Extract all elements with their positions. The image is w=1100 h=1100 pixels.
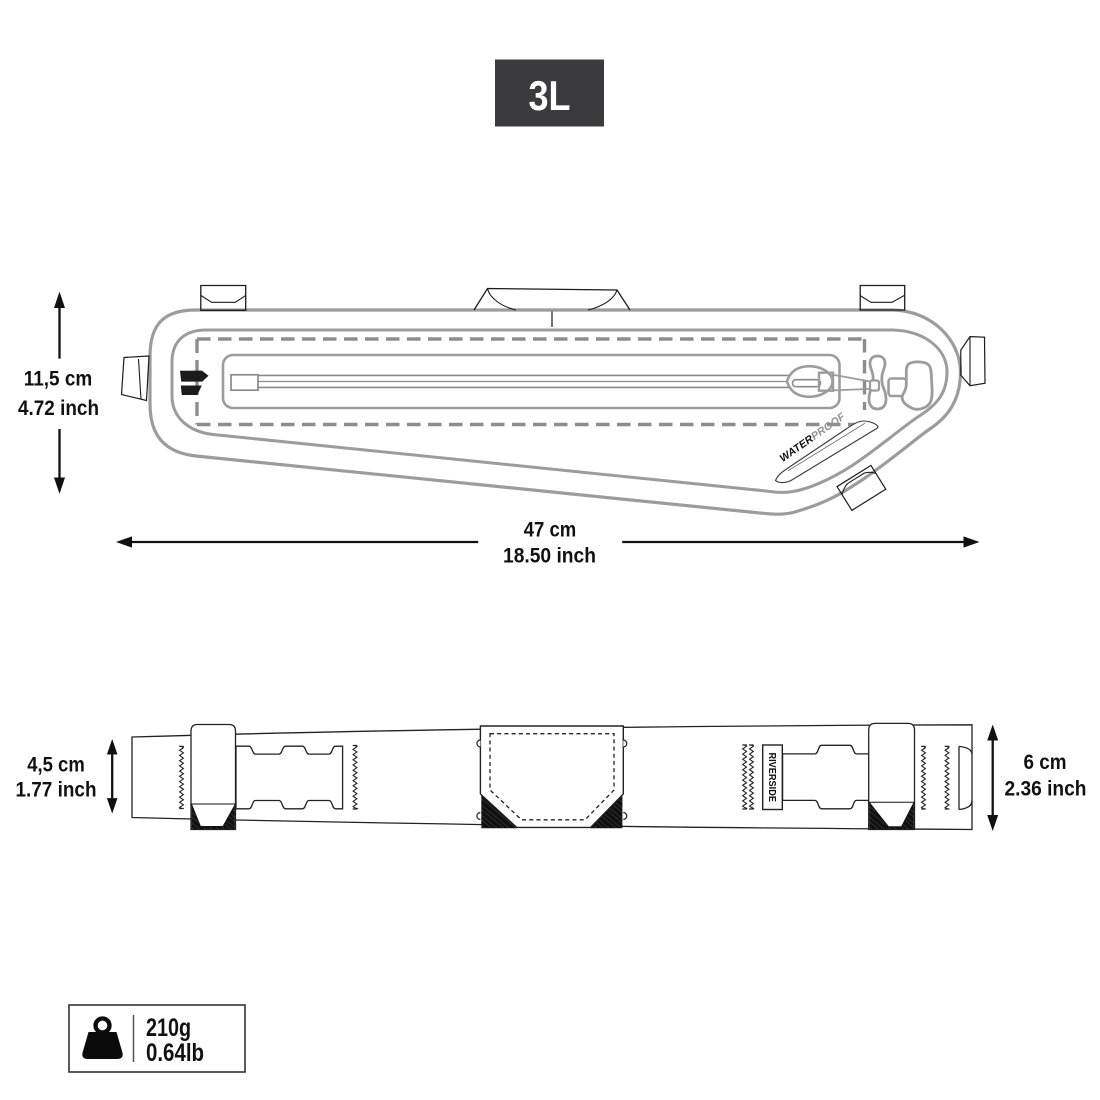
svg-text:47 cm: 47 cm xyxy=(524,518,577,542)
svg-text:6 cm: 6 cm xyxy=(1024,750,1067,774)
svg-text:2.36 inch: 2.36 inch xyxy=(1005,776,1087,800)
svg-text:3L: 3L xyxy=(529,72,571,119)
svg-text:18.50 inch: 18.50 inch xyxy=(503,543,596,567)
svg-text:4.72 inch: 4.72 inch xyxy=(18,396,99,420)
svg-text:210g: 210g xyxy=(146,1014,191,1042)
svg-text:RIVERSIDE: RIVERSIDE xyxy=(766,753,778,803)
svg-text:0.64lb: 0.64lb xyxy=(146,1039,204,1067)
svg-text:1.77 inch: 1.77 inch xyxy=(16,777,97,801)
svg-text:4,5 cm: 4,5 cm xyxy=(27,753,85,777)
svg-text:11,5 cm: 11,5 cm xyxy=(24,367,93,391)
